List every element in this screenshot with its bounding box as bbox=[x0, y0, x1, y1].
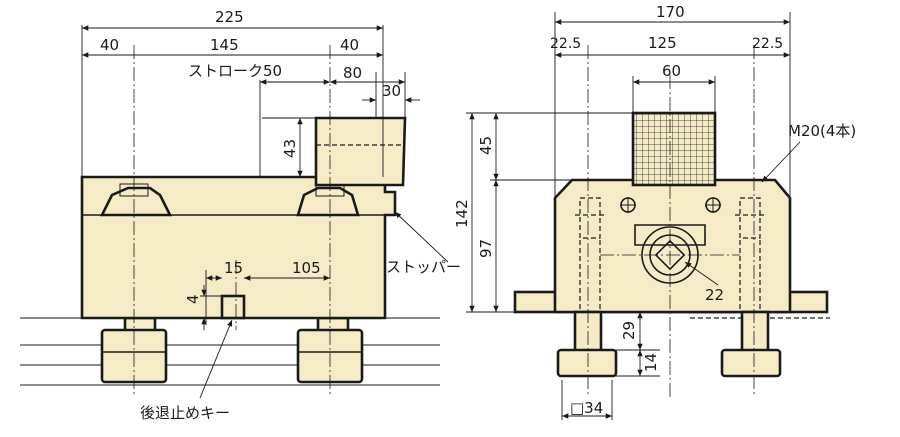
side-dim-15: 15 bbox=[224, 259, 243, 277]
front-dim-14: 14 bbox=[642, 353, 660, 372]
front-dim-97: 97 bbox=[477, 239, 495, 258]
front-dim-22: 22 bbox=[705, 286, 724, 304]
front-dim-60: 60 bbox=[662, 62, 681, 80]
stopper-label: ストッパー bbox=[386, 258, 461, 276]
side-top-block bbox=[314, 116, 407, 187]
front-dim-34: □34 bbox=[570, 399, 603, 417]
side-dim-30: 30 bbox=[382, 82, 401, 100]
front-dim-22-5-left: 22.5 bbox=[550, 36, 581, 52]
side-dim-40-left: 40 bbox=[100, 36, 119, 54]
side-dim-80: 80 bbox=[343, 64, 362, 82]
side-dim-43: 43 bbox=[281, 139, 299, 158]
front-dim-170: 170 bbox=[656, 3, 685, 21]
side-dim-40-right: 40 bbox=[340, 36, 359, 54]
front-main-body bbox=[553, 178, 792, 314]
bolt-label: M20(4本) bbox=[788, 122, 856, 140]
side-dim-225: 225 bbox=[215, 8, 244, 26]
front-dim-29: 29 bbox=[620, 321, 638, 340]
front-top-block bbox=[631, 111, 717, 187]
front-dim-142: 142 bbox=[453, 199, 471, 228]
reverse-key-label: 後退止めキー bbox=[140, 404, 230, 422]
side-dim-4: 4 bbox=[184, 294, 202, 304]
front-dim-22-5-right: 22.5 bbox=[752, 36, 783, 52]
side-dim-105: 105 bbox=[292, 259, 321, 277]
side-view: 225 40 145 40 ストローク50 80 30 43 15 105 4 … bbox=[20, 8, 461, 422]
front-dim-45: 45 bbox=[477, 136, 495, 155]
side-dim-145: 145 bbox=[210, 36, 239, 54]
front-dim-125: 125 bbox=[648, 34, 677, 52]
side-feet bbox=[100, 316, 364, 384]
front-view: 170 22.5 125 22.5 60 M20(4本) 45 142 97 2… bbox=[453, 3, 856, 420]
stroke-label: ストローク50 bbox=[188, 62, 282, 80]
side-rails bbox=[20, 317, 440, 386]
